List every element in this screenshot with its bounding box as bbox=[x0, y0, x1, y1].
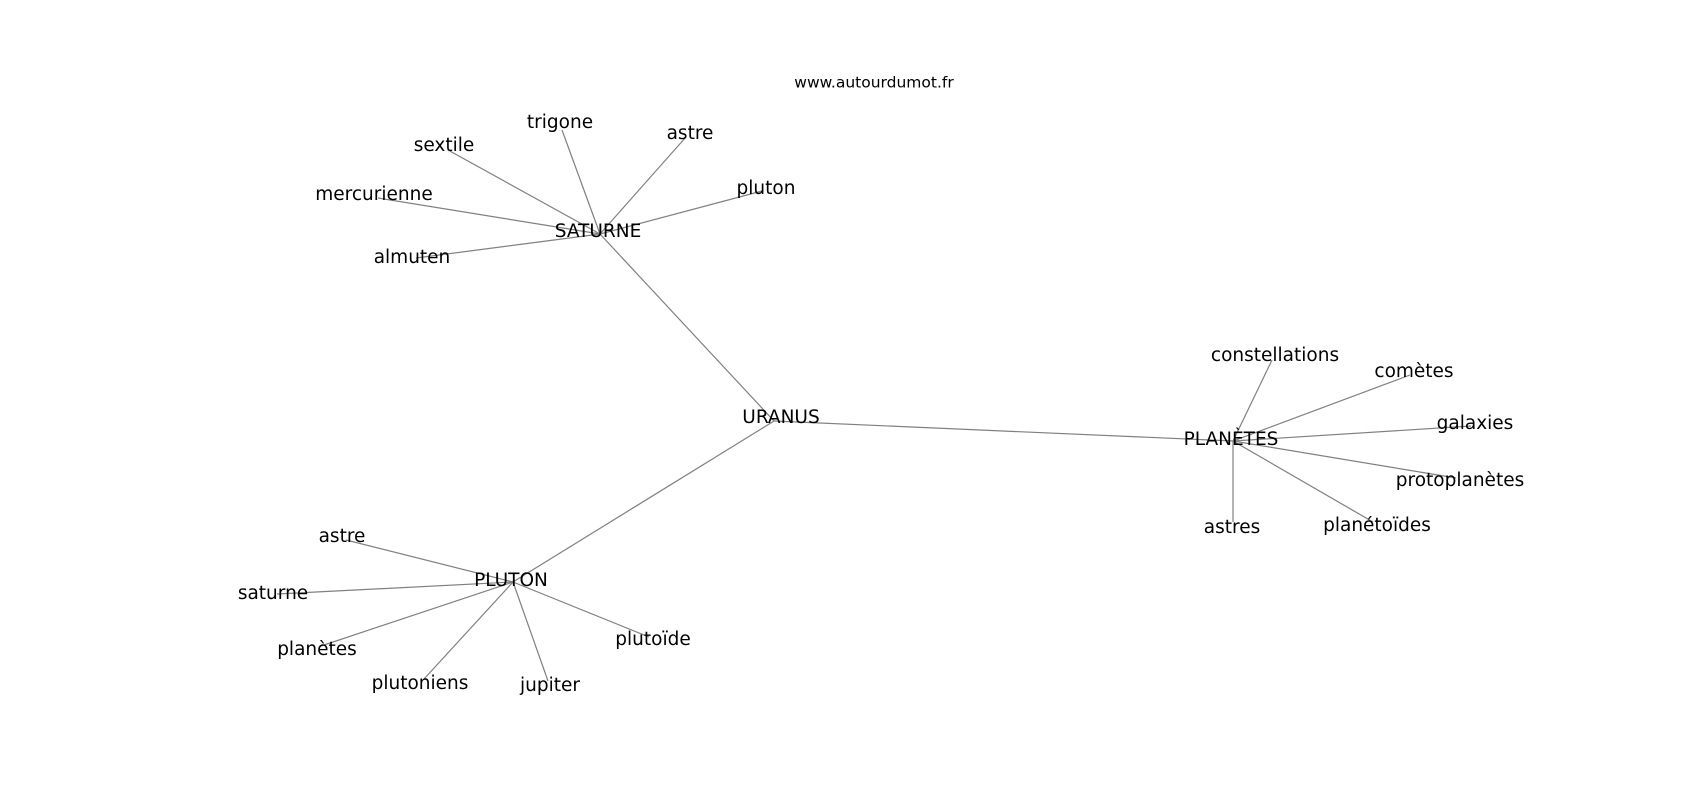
edge-planetes-leaf-4 bbox=[1232, 440, 1374, 523]
edge-pluton-leaf-1 bbox=[276, 581, 514, 595]
edge-pluton-leaf-4 bbox=[512, 581, 549, 682]
labels-layer: URANUS SATURNE trigone sextile astre mercurie… bbox=[238, 112, 1524, 696]
node-leaf-pluton-5[interactable]: plutoïde bbox=[615, 629, 690, 650]
node-leaf-pluton-3[interactable]: plutoniens bbox=[372, 673, 469, 694]
node-leaf-pluton-0[interactable]: astre bbox=[319, 526, 366, 547]
node-leaf-planetes-1[interactable]: comètes bbox=[1374, 361, 1453, 382]
edge-pluton-leaf-3 bbox=[423, 581, 514, 680]
node-leaf-saturne-5[interactable]: almuten bbox=[374, 247, 451, 268]
edge-planetes-leaf-2 bbox=[1232, 425, 1472, 442]
node-center-uranus[interactable]: URANUS bbox=[742, 407, 819, 428]
edge-saturne-leaf-5 bbox=[415, 233, 601, 259]
edge-planetes-leaf-3 bbox=[1232, 440, 1457, 479]
node-leaf-planetes-3[interactable]: protoplanètes bbox=[1396, 470, 1524, 491]
node-leaf-saturne-3[interactable]: mercurienne bbox=[315, 184, 432, 205]
edge-saturne-leaf-2 bbox=[599, 136, 687, 235]
node-hub-planetes[interactable]: PLANÈTES bbox=[1184, 428, 1279, 450]
site-url: www.autourdumot.fr bbox=[794, 74, 954, 92]
edge-saturne-leaf-3 bbox=[377, 197, 601, 235]
node-leaf-planetes-2[interactable]: galaxies bbox=[1437, 413, 1514, 434]
node-leaf-pluton-2[interactable]: planètes bbox=[277, 639, 357, 660]
node-leaf-pluton-4[interactable]: jupiter bbox=[519, 675, 580, 696]
node-leaf-saturne-4[interactable]: pluton bbox=[737, 178, 796, 199]
node-hub-saturne[interactable]: SATURNE bbox=[555, 221, 642, 242]
edge-saturne-leaf-1 bbox=[447, 149, 601, 235]
node-leaf-planetes-0[interactable]: constellations bbox=[1211, 345, 1339, 366]
edge-saturne-leaf-0 bbox=[561, 129, 601, 235]
edge-saturne-leaf-4 bbox=[599, 190, 763, 235]
edge-planetes-leaf-0 bbox=[1232, 359, 1273, 442]
node-leaf-pluton-1[interactable]: saturne bbox=[238, 583, 308, 604]
edge-planetes-leaf-1 bbox=[1232, 374, 1411, 442]
node-leaf-saturne-1[interactable]: sextile bbox=[414, 135, 475, 156]
edge-uranus-planetes bbox=[773, 420, 1234, 442]
edge-pluton-leaf-0 bbox=[345, 539, 514, 583]
edge-pluton-leaf-5 bbox=[512, 581, 650, 638]
edge-uranus-pluton bbox=[512, 420, 775, 583]
node-leaf-saturne-2[interactable]: astre bbox=[667, 123, 714, 144]
edges-layer bbox=[276, 129, 1472, 682]
node-leaf-planetes-4[interactable]: planétoïdes bbox=[1323, 515, 1431, 536]
node-leaf-saturne-0[interactable]: trigone bbox=[527, 112, 593, 133]
edge-pluton-leaf-2 bbox=[320, 581, 514, 647]
edge-uranus-saturne bbox=[599, 233, 775, 422]
node-leaf-planetes-5[interactable]: astres bbox=[1204, 517, 1260, 538]
node-hub-pluton[interactable]: PLUTON bbox=[474, 570, 548, 591]
